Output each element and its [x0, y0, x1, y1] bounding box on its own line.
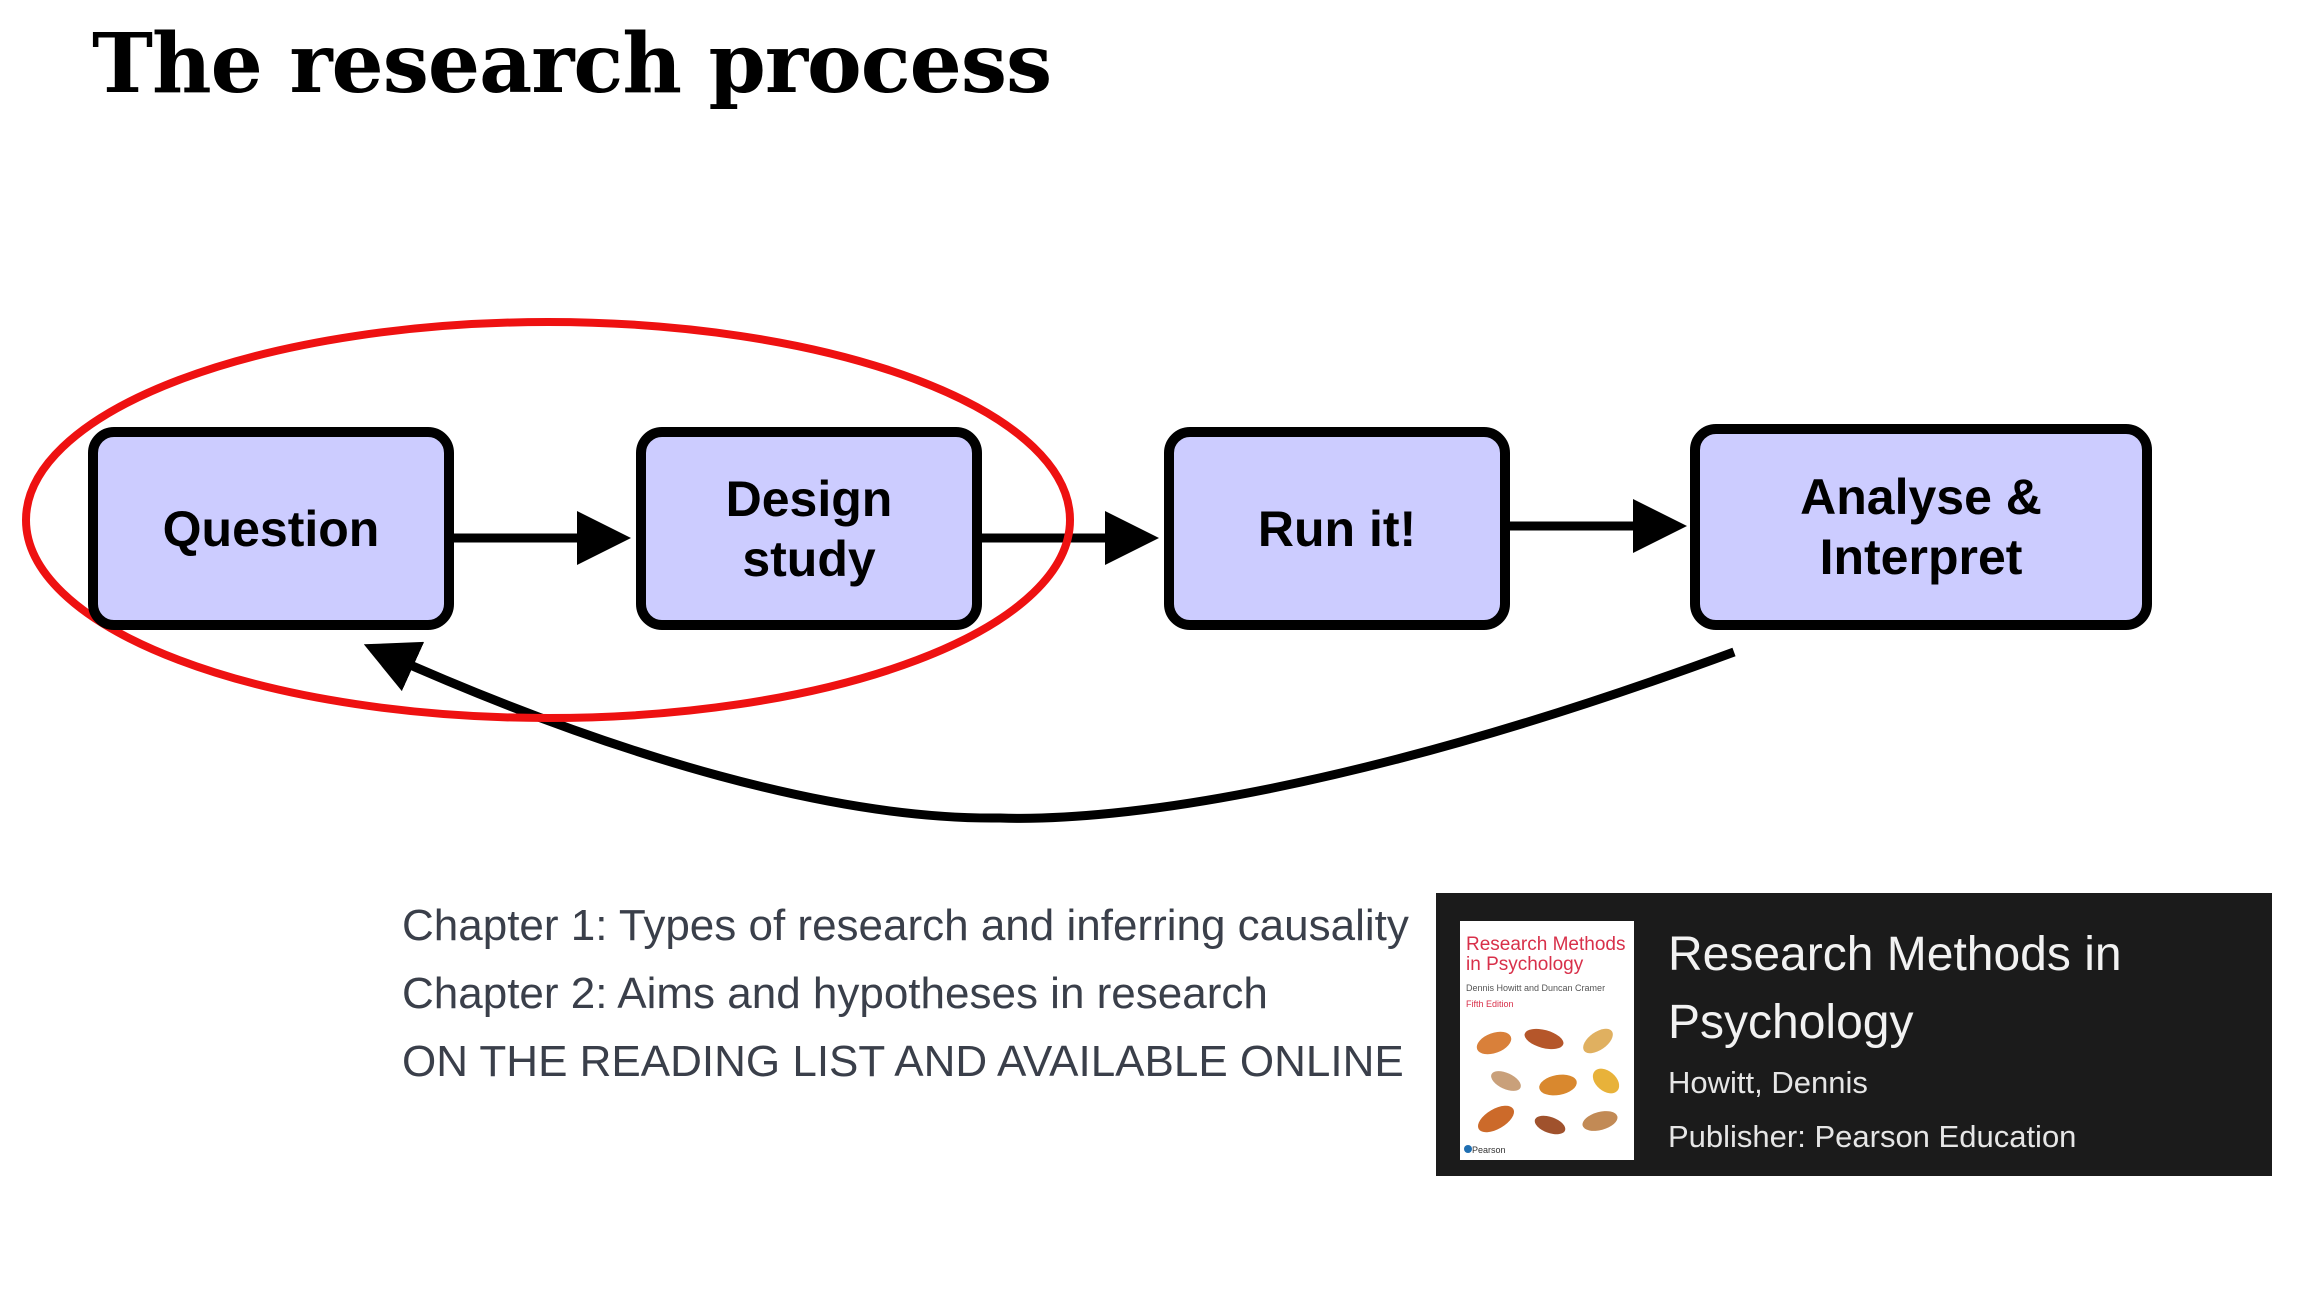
- step-design-study-label: Design study: [725, 470, 893, 587]
- cover-title: Research Methods in Psychology: [1466, 934, 1626, 975]
- highlight-ellipse: [22, 318, 1074, 722]
- step-design-study: Design study: [636, 427, 982, 630]
- chapter-2-line: Chapter 2: Aims and hypotheses in resear…: [402, 969, 1268, 1018]
- book-cover: Research Methods in Psychology Dennis Ho…: [1460, 921, 1634, 1160]
- slide-title: The research process: [92, 16, 1052, 112]
- book-title[interactable]: Research Methods in Psychology: [1668, 928, 2122, 1049]
- step-run-it-label: Run it!: [1257, 500, 1417, 557]
- step-analyse-interpret-label: Analyse & Interpret: [1800, 469, 2042, 585]
- feedback-arrow-analyse-to-question: [363, 641, 1736, 823]
- cover-edition: Fifth Edition: [1466, 999, 1514, 1009]
- cover-publisher: Pearson: [1472, 1145, 1506, 1155]
- step-question: Question: [88, 427, 454, 630]
- step-analyse-interpret: Analyse & Interpret: [1690, 424, 2152, 630]
- cover-authors: Dennis Howitt and Duncan Cramer: [1466, 983, 1606, 993]
- leaves-illustration: [1464, 1028, 1620, 1153]
- reading-list-note: ON THE READING LIST AND AVAILABLE ONLINE: [402, 1037, 1404, 1086]
- book-card[interactable]: Research Methods in Psychology Dennis Ho…: [1436, 893, 2272, 1176]
- chapter-1-line: Chapter 1: Types of research and inferri…: [402, 901, 1409, 950]
- book-publisher: Publisher: Pearson Education: [1668, 1119, 2077, 1154]
- reading-chapters: Chapter 1: Types of research and inferri…: [402, 892, 1409, 1096]
- step-run-it: Run it!: [1164, 427, 1510, 630]
- book-author: Howitt, Dennis: [1668, 1065, 1868, 1100]
- step-question-label: Question: [162, 500, 380, 557]
